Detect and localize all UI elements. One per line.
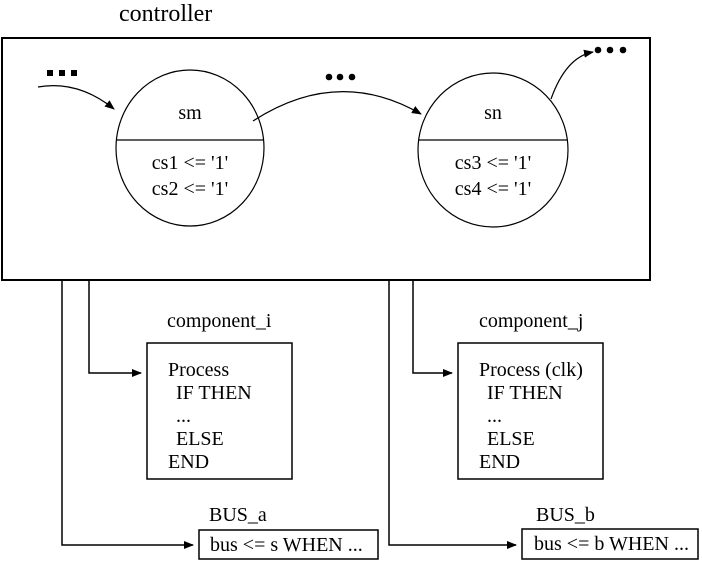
transition-arrow-sm-to-sn (252, 91, 422, 122)
component-j-line-1: Process (clk) (479, 359, 583, 381)
ellipsis-dots-left (47, 70, 77, 76)
component-j-box (457, 342, 604, 480)
state-sm-circle (115, 69, 265, 227)
transition-arrow-out-of-sn (550, 49, 594, 100)
component-i-line-5: END (168, 451, 210, 473)
connector-to-component-i (88, 280, 142, 377)
connector-to-component-j (412, 280, 453, 377)
component-j-label: component_j (479, 310, 584, 332)
state-sm-name: sm (178, 102, 202, 124)
state-sn-circle (417, 72, 569, 228)
state-sm-action-1: cs1 <= '1' (151, 152, 229, 174)
component-j-line-2: IF THEN (487, 382, 563, 404)
component-i-line-4: ELSE (176, 428, 224, 450)
bus-a-statement: bus <= s WHEN ... (210, 534, 363, 556)
state-sn-actions: cs3 <= '1' cs4 <= '1' (413, 150, 573, 202)
connector-to-bus-a (61, 280, 194, 549)
bus-a-box (198, 529, 379, 560)
component-j-line-4: ELSE (487, 428, 535, 450)
controller-box (1, 37, 651, 281)
component-i-line-3: ... (176, 405, 191, 427)
connector-to-bus-b (388, 280, 517, 549)
diagram-title: controller (119, 1, 213, 27)
component-j-line-5: END (479, 451, 521, 473)
bus-b-box (521, 528, 699, 560)
state-sn-action-1: cs3 <= '1' (454, 152, 532, 174)
component-i-line-1: Process (168, 359, 230, 381)
bus-b-statement: bus <= b WHEN ... (534, 533, 689, 555)
state-sm-actions: cs1 <= '1' cs2 <= '1' (110, 150, 270, 202)
component-i-label: component_i (167, 310, 272, 332)
transition-arrow-into-sm (37, 85, 115, 110)
state-sn-name: sn (484, 102, 502, 124)
component-i-box (146, 342, 293, 480)
state-sn-action-2: cs4 <= '1' (454, 178, 532, 200)
bus-a-label: BUS_a (209, 504, 267, 526)
state-sm-action-2: cs2 <= '1' (151, 178, 229, 200)
component-j-line-3: ... (487, 405, 502, 427)
component-i-line-2: IF THEN (176, 382, 252, 404)
ellipsis-dots-middle (325, 73, 356, 81)
component-i-body: Process IF THEN ... ELSE END (168, 359, 252, 474)
bus-b-label: BUS_b (536, 504, 595, 526)
component-j-body: Process (clk) IF THEN ... ELSE END (479, 359, 583, 474)
ellipsis-dots-top-right (594, 46, 627, 54)
